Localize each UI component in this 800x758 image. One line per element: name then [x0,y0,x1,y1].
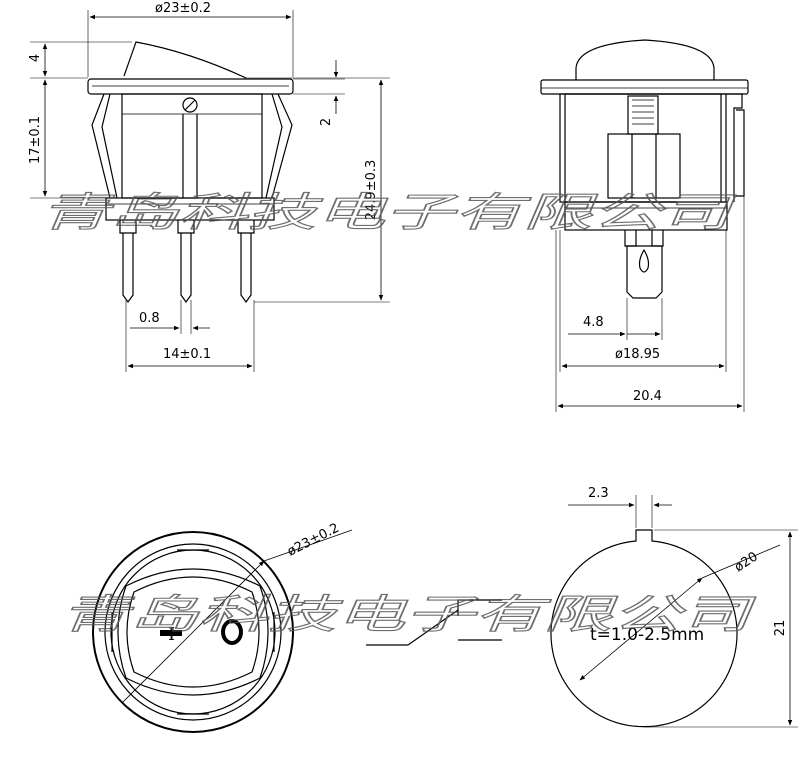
switch-symbol [366,599,502,646]
dim-notch-2-3: 2.3 [588,486,609,501]
dim-dia-23-front: ø23±0.2 [285,521,342,560]
dim-width-20-4: 20.4 [633,389,662,404]
dim-pin-0-8: 0.8 [139,311,160,326]
dim-dia-20: ø20 [732,549,761,575]
dim-height-24-9: 24.9±0.3 [364,160,379,221]
panel-thickness-label: t=1.0-2.5mm [590,625,704,645]
off-ring [221,619,243,645]
dim-dia-23-top: ø23±0.2 [155,1,211,16]
dim-height-4: 4 [28,54,43,62]
watermark-line-2: 青岛科技电子有限公司 [60,592,757,638]
on-bar [160,630,182,636]
dim-height-17: 17±0.1 [28,116,43,164]
dim-dia-18-95: ø18.95 [615,347,660,362]
dim-height-2: 2 [319,118,334,126]
front-view: ø23±0.2 4 17±0.1 2 24.9±0.3 0.8 14±0.1 [28,1,390,372]
terminal-pins [119,220,255,304]
watermark-line-1: 青岛科技电子有限公司 [40,190,737,236]
side-view: 4.8 ø18.95 20.4 [540,39,749,412]
dim-span-14: 14±0.1 [163,347,211,362]
dim-height-21: 21 [773,620,788,637]
dim-tab-4-8: 4.8 [583,315,604,330]
company-watermark: 青岛科技电子有限公司 青岛科技电子有限公司 [39,189,757,638]
